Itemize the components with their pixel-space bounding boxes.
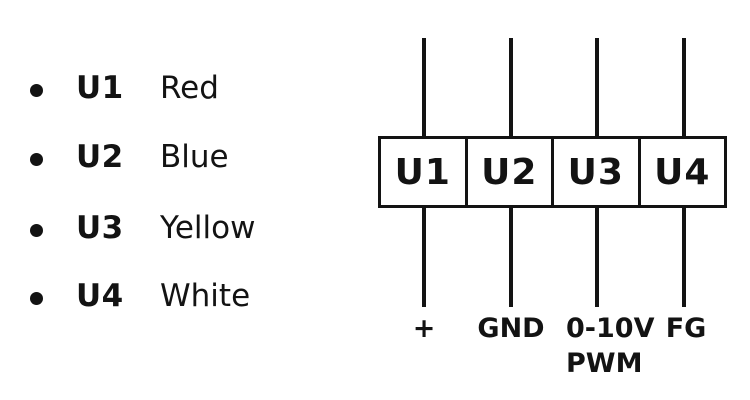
terminal-u2: U2: [464, 139, 552, 205]
terminal-u4: U4: [637, 139, 725, 205]
legend-color-name: Yellow: [160, 210, 256, 246]
pin-label-0-10v: 0-10V: [566, 313, 655, 344]
pin-label-plus: +: [412, 313, 436, 344]
legend-item-u2: U2 Blue: [30, 139, 229, 175]
terminal-u3: U3: [551, 139, 638, 205]
bullet-icon: [30, 83, 43, 97]
wire-top-u2: [509, 38, 513, 139]
legend-color-name: Blue: [160, 139, 229, 175]
wire-bottom-u1: [422, 205, 426, 307]
wire-bottom-u4: [682, 205, 686, 307]
pin-label-gnd: GND: [477, 313, 545, 344]
legend-item-u3: U3 Yellow: [30, 210, 255, 246]
pin-label-0-10v-pwm: 0-10V PWM: [566, 311, 654, 381]
bullet-icon: [30, 291, 43, 305]
legend-terminal-label: U1: [76, 70, 124, 106]
legend-item-u4: U4 White: [30, 278, 250, 314]
wire-bottom-u3: [595, 205, 599, 307]
pin-label-fg: FG: [665, 313, 707, 344]
legend-terminal-label: U3: [76, 210, 124, 246]
legend-item-u1: U1 Red: [30, 70, 219, 106]
terminal-u1: U1: [394, 151, 451, 193]
legend-color-name: Red: [160, 70, 219, 106]
terminal-block: U1 U2 U3 U4: [378, 136, 727, 208]
wire-bottom-u2: [509, 205, 513, 307]
legend-terminal-label: U4: [76, 278, 124, 314]
bullet-icon: [30, 223, 43, 237]
wire-top-u3: [595, 38, 599, 139]
wire-top-u4: [682, 38, 686, 139]
legend-color-name: White: [160, 278, 251, 314]
bullet-icon: [30, 152, 43, 166]
legend-terminal-label: U2: [76, 139, 124, 175]
pin-label-pwm: PWM: [566, 348, 643, 379]
wire-top-u1: [422, 38, 426, 139]
